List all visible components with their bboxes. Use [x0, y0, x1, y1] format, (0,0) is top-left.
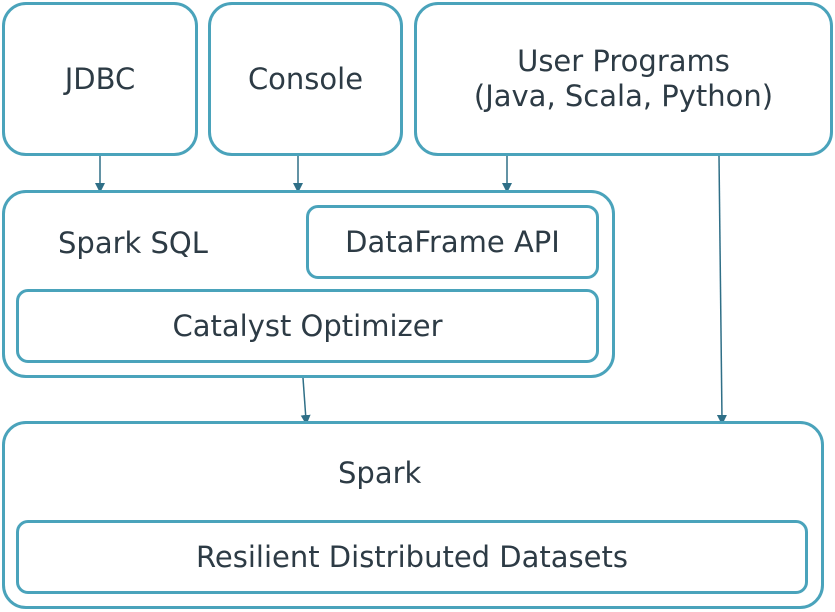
user-programs-box: User Programs (Java, Scala, Python) — [414, 2, 833, 156]
console-box: Console — [208, 2, 403, 156]
dataframe-api-box: DataFrame API — [306, 205, 599, 279]
arrow-spark-sql-to-spark — [300, 377, 311, 425]
catalyst-optimizer-box: Catalyst Optimizer — [16, 289, 599, 363]
arrow-user-programs-to-spark — [716, 155, 727, 425]
user-programs-title: User Programs — [517, 44, 730, 79]
rdd-label: Resilient Distributed Datasets — [196, 539, 628, 574]
jdbc-label: JDBC — [64, 61, 136, 96]
spark-label: Spark — [338, 456, 422, 490]
console-label: Console — [247, 61, 364, 96]
user-programs-languages: (Java, Scala, Python) — [473, 79, 774, 113]
catalyst-optimizer-label: Catalyst Optimizer — [172, 308, 443, 343]
jdbc-box: JDBC — [2, 2, 198, 156]
dataframe-api-label: DataFrame API — [345, 224, 560, 259]
spark-sql-label: Spark SQL — [58, 226, 208, 260]
spark-sql-box: Spark SQL DataFrame API Catalyst Optimiz… — [2, 190, 615, 378]
rdd-box: Resilient Distributed Datasets — [16, 520, 808, 594]
spark-box: Spark Resilient Distributed Datasets — [2, 421, 824, 609]
